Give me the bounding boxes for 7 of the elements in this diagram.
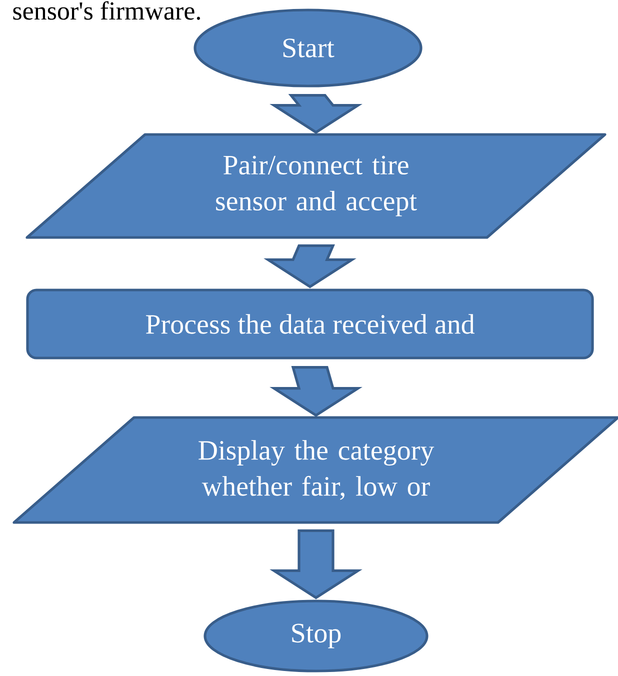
block-arrow <box>270 529 362 600</box>
io-parallelogram: Display the category whether fair, low or <box>12 416 618 524</box>
block-arrow <box>270 94 362 134</box>
process-box: Process the data received and <box>26 288 594 360</box>
io-parallelogram: Pair/connect tire sensor and accept <box>26 133 606 239</box>
block-arrow <box>270 366 362 417</box>
block-arrow <box>264 244 356 288</box>
